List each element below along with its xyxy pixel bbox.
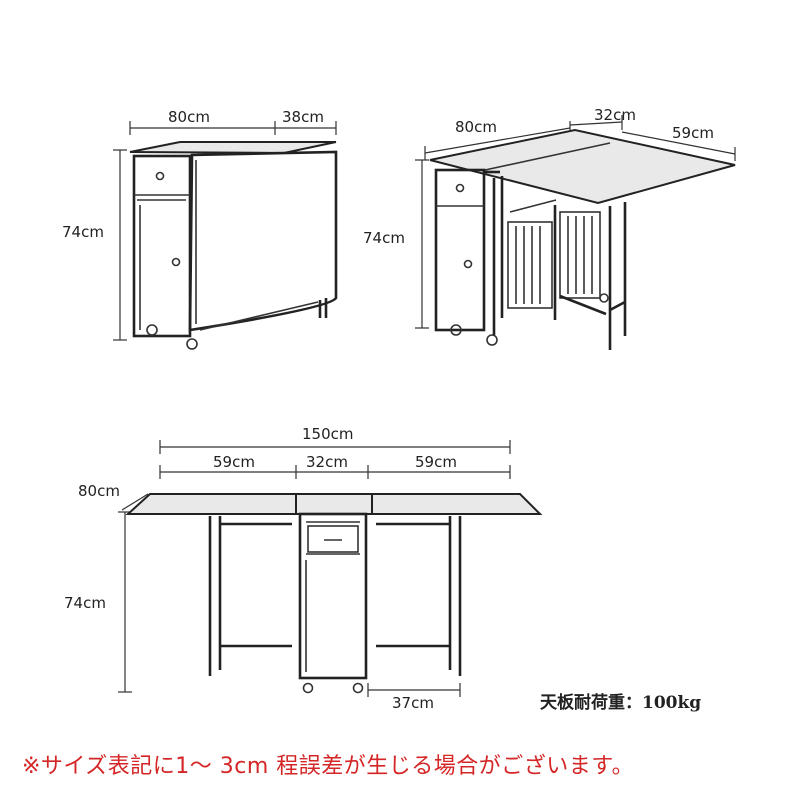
wheel-icon xyxy=(146,324,158,336)
fully-open-view: 150cm 59cm 32cm 59cm 80cm 74cm xyxy=(64,425,543,712)
wheel-icon xyxy=(352,682,364,694)
open-stand-label: 37cm xyxy=(392,694,434,712)
size-tolerance-notice: ※サイズ表記に1～ 3cm 程誤差が生じる場合がございます。 xyxy=(22,754,635,779)
open-total-label: 150cm xyxy=(302,425,354,443)
load-capacity-text: 天板耐荷重：100kg xyxy=(540,693,702,713)
dim-line-width xyxy=(424,127,571,154)
open-drawer xyxy=(307,525,359,553)
wheel-icon xyxy=(302,682,314,694)
wheel-icon xyxy=(186,338,198,350)
drawer-knob-icon xyxy=(155,171,165,181)
drawer-knob-icon xyxy=(455,183,465,193)
open-cabinet xyxy=(298,512,368,680)
half-center-label: 32cm xyxy=(594,106,636,124)
half-leaf-label: 59cm xyxy=(672,124,714,142)
open-leaf-right-label: 59cm xyxy=(415,453,457,471)
door-knob-icon xyxy=(171,257,181,267)
open-leaf-left-label: 59cm xyxy=(213,453,255,471)
wheel-icon xyxy=(450,324,462,336)
stored-chairs xyxy=(507,199,601,309)
half-height-label: 74cm xyxy=(363,229,405,247)
open-center-top xyxy=(295,493,373,515)
dim-line-center xyxy=(569,121,623,126)
dim-line-leaf xyxy=(621,131,736,155)
open-depth-label: 80cm xyxy=(78,482,120,500)
open-center-label: 32cm xyxy=(306,453,348,471)
half-open-view: 80cm 32cm 59cm 74cm xyxy=(363,106,736,350)
dim-line-depth xyxy=(121,493,149,511)
wheel-icon xyxy=(486,334,498,346)
folded-view: 80cm 38cm 74cm xyxy=(62,108,338,350)
half-open-cabinet xyxy=(434,168,486,332)
folded-width-label: 80cm xyxy=(168,108,210,126)
folded-cabinet xyxy=(132,154,192,338)
open-left-leaf xyxy=(125,493,297,515)
half-width-label: 80cm xyxy=(455,118,497,136)
door-knob-icon xyxy=(463,259,473,269)
open-height-label: 74cm xyxy=(64,594,106,612)
folded-depth-label: 38cm xyxy=(282,108,324,126)
half-open-top xyxy=(429,128,736,205)
wheel-icon xyxy=(599,293,609,303)
open-right-leaf xyxy=(371,493,543,515)
folded-top xyxy=(129,141,337,155)
folded-height-label: 74cm xyxy=(62,223,104,241)
